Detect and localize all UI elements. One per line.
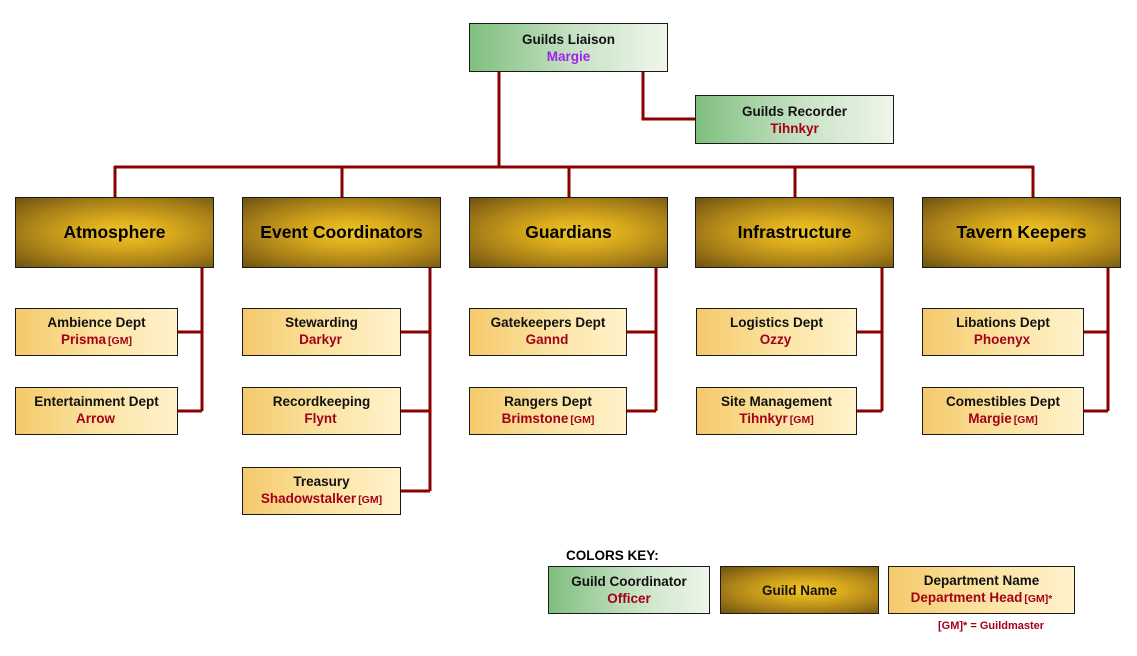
guild-guardians: Guardians xyxy=(469,197,668,268)
dept-logistics: Logistics Dept Ozzy xyxy=(696,308,857,356)
dept-head: Arrow xyxy=(75,411,115,426)
dept-site-management: Site Management Tihnkyr[GM] xyxy=(696,387,857,435)
dept-head: Ozzy xyxy=(759,332,792,347)
gm-tag: [GM]* xyxy=(1024,593,1053,605)
dept-head: Flynt xyxy=(304,411,337,426)
guilds-recorder-box: Guilds Recorder Tihnkyr xyxy=(695,95,894,144)
dept-head: Margie xyxy=(968,411,1012,426)
dept-head: Tihnkyr xyxy=(739,411,788,426)
key-department-sub: Department Head xyxy=(910,590,1023,605)
dept-head: Brimstone xyxy=(501,411,569,426)
guild-infrastructure: Infrastructure xyxy=(695,197,894,268)
key-department-title: Department Name xyxy=(923,573,1040,588)
dept-recordkeeping: Recordkeeping Flynt xyxy=(242,387,401,435)
gm-tag: [GM] xyxy=(358,494,383,506)
dept-title: Gatekeepers Dept xyxy=(490,315,606,330)
colors-key-title: COLORS KEY: xyxy=(566,548,659,563)
guildmaster-note: [GM]* = Guildmaster xyxy=(938,620,1044,632)
dept-title: Treasury xyxy=(293,474,350,489)
dept-comestibles: Comestibles Dept Margie[GM] xyxy=(922,387,1084,435)
guild-name: Infrastructure xyxy=(737,222,852,242)
liaison-title: Guilds Liaison xyxy=(521,31,615,47)
guild-event-coordinators: Event Coordinators xyxy=(242,197,441,268)
key-coordinator-sub: Officer xyxy=(607,591,651,606)
dept-treasury: Treasury Shadowstalker[GM] xyxy=(242,467,401,515)
recorder-name: Tihnkyr xyxy=(770,120,819,136)
guild-name: Event Coordinators xyxy=(260,222,423,242)
key-coordinator-box: Guild Coordinator Officer xyxy=(548,566,710,614)
guildmaster-note-text: = Guildmaster xyxy=(967,620,1045,632)
guild-tavern-keepers: Tavern Keepers xyxy=(922,197,1121,268)
dept-head: Darkyr xyxy=(299,332,342,347)
guilds-liaison-box: Guilds Liaison Margie xyxy=(469,23,668,72)
dept-gatekeepers: Gatekeepers Dept Gannd xyxy=(469,308,627,356)
guild-name: Tavern Keepers xyxy=(956,222,1087,242)
recorder-title: Guilds Recorder xyxy=(741,103,848,119)
dept-rangers: Rangers Dept Brimstone[GM] xyxy=(469,387,627,435)
liaison-name: Margie xyxy=(546,48,591,64)
key-coordinator-title: Guild Coordinator xyxy=(571,574,687,589)
dept-head: Phoenyx xyxy=(973,332,1031,347)
guild-name: Atmosphere xyxy=(63,222,166,242)
dept-entertainment: Entertainment Dept Arrow xyxy=(15,387,178,435)
dept-libations: Libations Dept Phoenyx xyxy=(922,308,1084,356)
dept-title: Site Management xyxy=(720,394,833,409)
guild-name: Guardians xyxy=(525,222,612,242)
dept-ambience: Ambience Dept Prisma[GM] xyxy=(15,308,178,356)
dept-title: Comestibles Dept xyxy=(945,394,1061,409)
dept-title: Stewarding xyxy=(285,315,358,330)
dept-title: Recordkeeping xyxy=(272,394,371,409)
dept-stewarding: Stewarding Darkyr xyxy=(242,308,401,356)
guildmaster-note-prefix: [GM]* xyxy=(938,620,968,632)
key-guild-label: Guild Name xyxy=(761,582,837,598)
dept-head: Gannd xyxy=(525,332,569,347)
dept-head: Shadowstalker xyxy=(260,491,357,506)
dept-title: Rangers Dept xyxy=(504,394,592,409)
gm-tag: [GM] xyxy=(570,414,595,426)
dept-title: Logistics Dept xyxy=(729,315,823,330)
dept-head: Prisma xyxy=(61,332,107,347)
key-guild-box: Guild Name xyxy=(720,566,879,614)
dept-title: Libations Dept xyxy=(956,315,1050,330)
dept-title: Ambience Dept xyxy=(47,315,146,330)
gm-tag: [GM] xyxy=(1013,414,1038,426)
gm-tag: [GM] xyxy=(789,414,814,426)
guild-atmosphere: Atmosphere xyxy=(15,197,214,268)
dept-title: Entertainment Dept xyxy=(34,394,159,409)
key-department-box: Department Name Department Head[GM]* xyxy=(888,566,1075,614)
gm-tag: [GM] xyxy=(108,335,132,347)
